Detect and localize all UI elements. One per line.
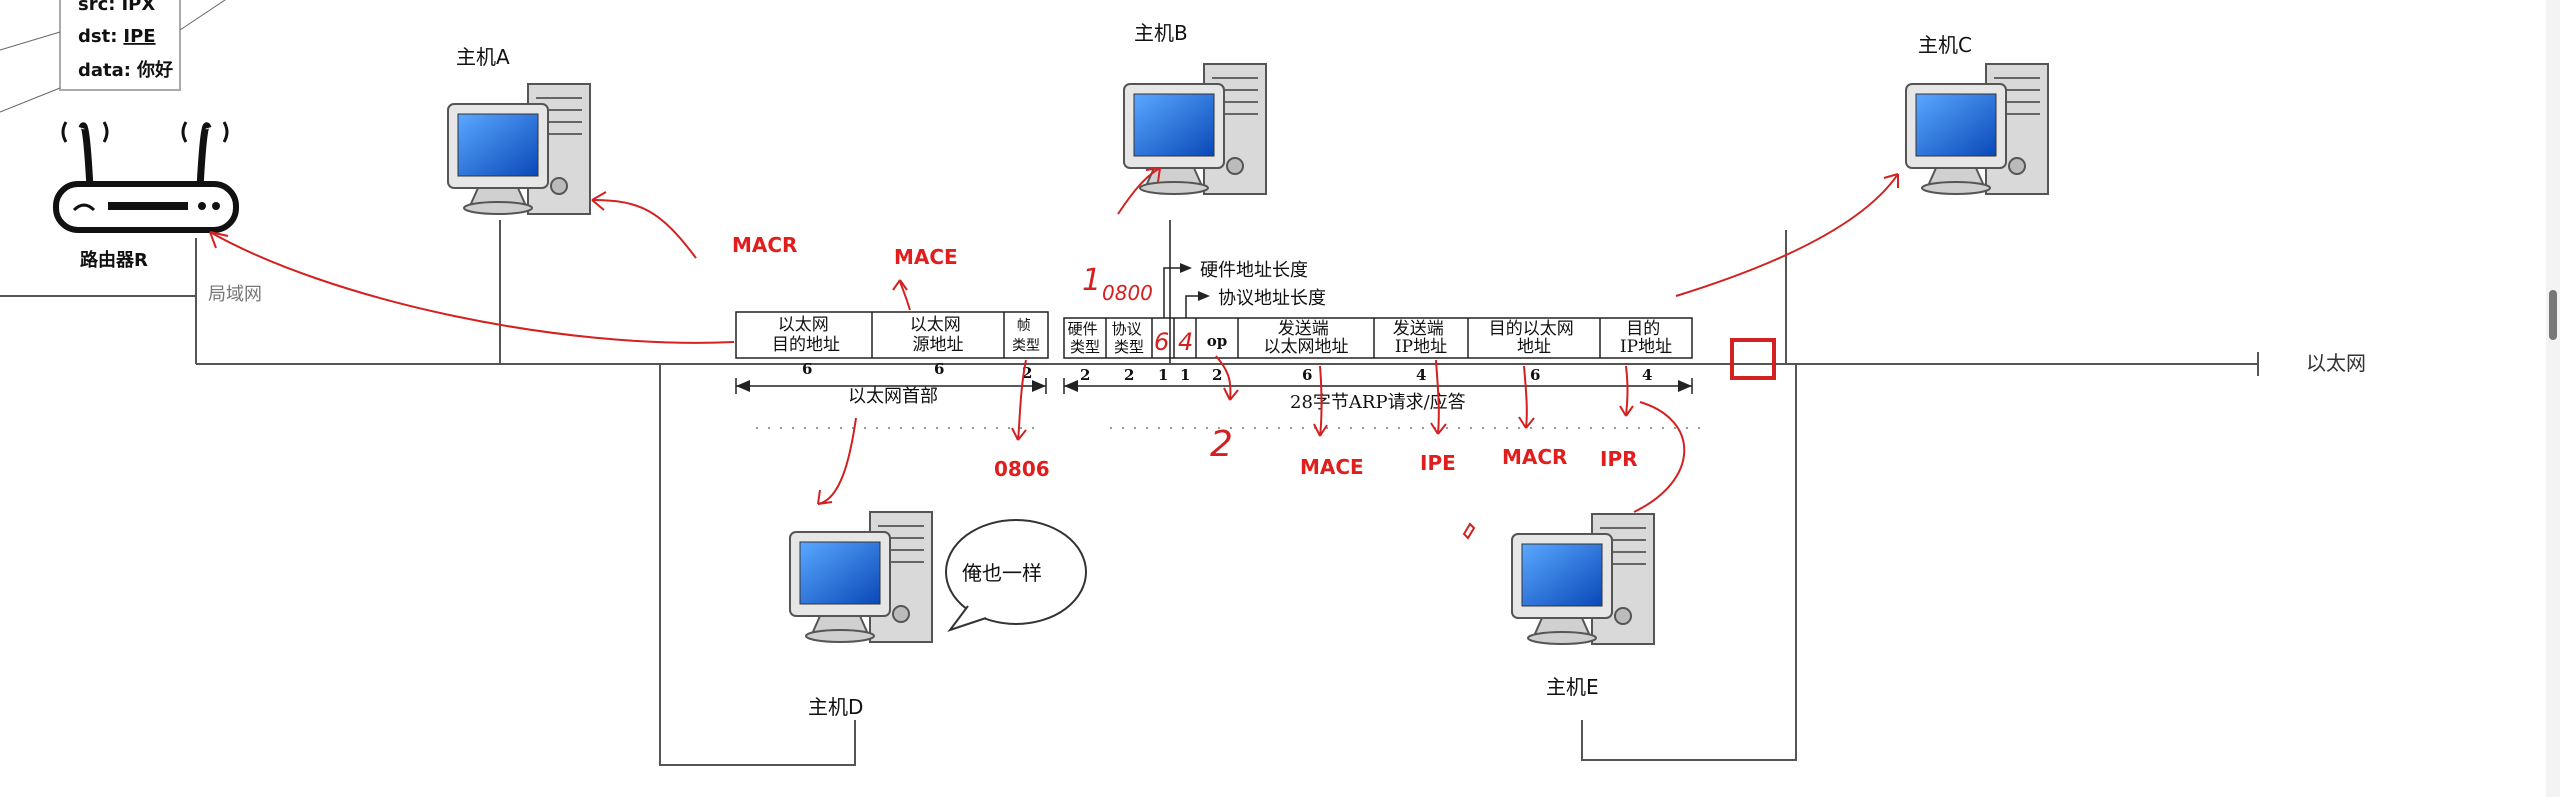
packet-src: src:IPX	[78, 0, 155, 15]
field-sender-mac: 发送端 以太网地址	[1264, 319, 1349, 357]
arp-length-label: 28字节ARP请求/应答	[1290, 392, 1466, 413]
red-highlight-box	[1730, 338, 1776, 380]
ethernet-label: 以太网	[2306, 351, 2366, 375]
hand-op: 2	[1210, 424, 1233, 465]
size-target-mac: 6	[1530, 366, 1540, 384]
field-eth-src: 以太网 源地址	[910, 315, 966, 355]
size-eth-dst: 6	[802, 360, 812, 378]
annot-macr-top: MACR	[732, 233, 797, 257]
size-eth-src: 6	[934, 360, 944, 378]
host-b-label: 主机B	[1134, 21, 1188, 45]
host-e-computer-icon	[1511, 513, 1655, 645]
size-sender-ip: 4	[1416, 366, 1426, 384]
field-eth-dst: 以太网 目的地址	[772, 315, 840, 355]
annot-macr-bottom: MACR	[1502, 445, 1567, 469]
hand-hw-len: 6	[1154, 328, 1169, 356]
hand-proto-len: 4	[1178, 328, 1193, 356]
host-b-computer-icon	[1123, 63, 1267, 195]
size-sender-mac: 6	[1302, 366, 1312, 384]
annot-mace-top: MACE	[894, 245, 958, 269]
scrollbar[interactable]	[2546, 0, 2560, 797]
annot-mace-bottom: MACE	[1300, 455, 1364, 479]
annot-ipe-bottom: IPE	[1420, 451, 1456, 475]
host-a-label: 主机A	[456, 45, 510, 69]
host-d-computer-icon	[789, 511, 933, 643]
field-target-ip: 目的 IP地址	[1620, 319, 1672, 357]
size-target-ip: 4	[1642, 366, 1652, 384]
hand-hw-type: 1	[1082, 263, 1101, 298]
size-hw-len: 1	[1158, 366, 1168, 384]
field-sender-ip: 发送端 IP地址	[1393, 319, 1449, 357]
scrollbar-thumb[interactable]	[2549, 290, 2557, 340]
frame-format	[735, 267, 1693, 394]
router-label: 路由器R	[80, 249, 148, 271]
lan-label: 局域网	[208, 284, 262, 305]
size-hw-type: 2	[1080, 366, 1090, 384]
red-annotation-arrows	[209, 167, 1899, 540]
host-a-computer-icon	[447, 83, 591, 215]
speech-bubble: 俺也一样	[945, 519, 1087, 632]
proto-len-label: 协议地址长度	[1218, 288, 1326, 309]
field-proto-type: 协议 类型	[1112, 320, 1147, 356]
router-icon	[53, 121, 239, 233]
host-e-label: 主机E	[1546, 675, 1599, 699]
field-frame-type: 帧 类型	[1012, 318, 1040, 354]
host-c-computer-icon	[1905, 63, 2049, 195]
annot-type-value: 0806	[994, 457, 1050, 481]
field-target-mac: 目的以太网 地址	[1489, 319, 1579, 357]
size-op: 2	[1212, 366, 1222, 384]
annot-ipr-bottom: IPR	[1600, 447, 1638, 471]
field-hw-type: 硬件 类型	[1068, 320, 1103, 356]
speech-text: 俺也一样	[962, 561, 1042, 585]
packet-dst: dst:IPE	[78, 26, 156, 47]
size-proto-len: 1	[1180, 366, 1190, 384]
size-frame-type: 2	[1022, 364, 1032, 382]
packet-box	[59, 0, 181, 91]
eth-header-label: 以太网首部	[848, 386, 938, 407]
packet-data: data:你好	[78, 59, 173, 81]
hw-len-label: 硬件地址长度	[1200, 260, 1308, 281]
network-lines	[0, 220, 2259, 766]
hand-proto-type: 0800	[1102, 281, 1153, 305]
field-op: op	[1207, 332, 1228, 350]
size-proto-type: 2	[1124, 366, 1134, 384]
host-c-label: 主机C	[1918, 33, 1972, 57]
host-d-label: 主机D	[808, 695, 863, 719]
